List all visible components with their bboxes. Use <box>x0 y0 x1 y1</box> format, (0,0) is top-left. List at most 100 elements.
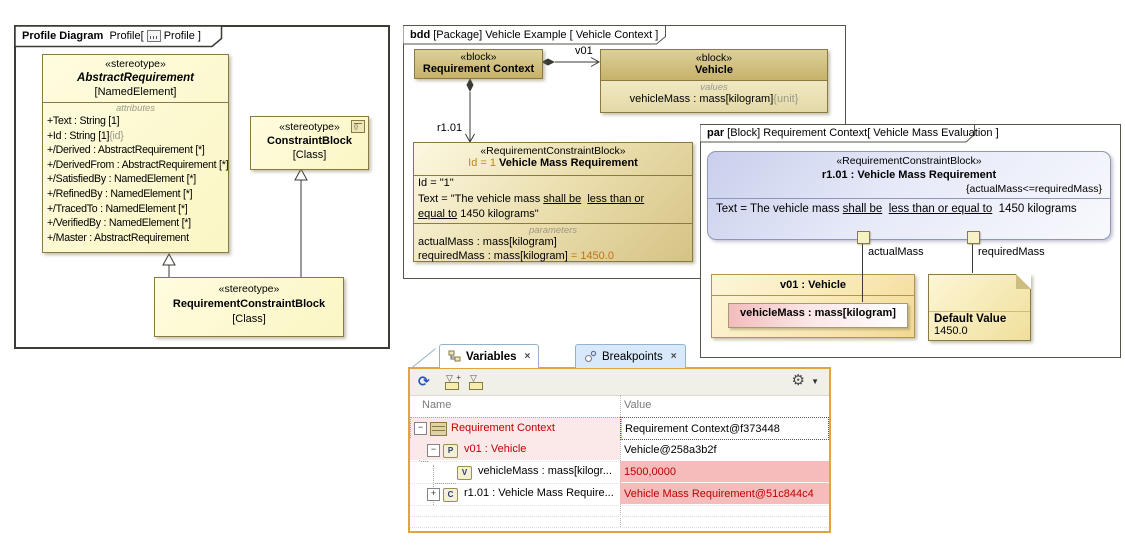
stereotype-label: «RequirementConstraintBlock» <box>708 152 1110 167</box>
name-cell[interactable]: − P v01 : Vehicle <box>410 439 620 460</box>
variable-name: Requirement Context <box>451 422 555 434</box>
variable-value: Vehicle Mass Requirement@51c844c4 <box>624 488 814 500</box>
parameter-port-required-mass[interactable] <box>967 231 980 244</box>
value-property: vehicleMass : mass[kilogram]{unit} <box>601 93 827 105</box>
par-frame-tab[interactable]: par [Block] Requirement Context[ Vehicle… <box>700 124 976 143</box>
composition-diamond[interactable] <box>467 78 474 92</box>
constraint-icon: {} <box>351 120 365 133</box>
open-arrowhead[interactable] <box>466 134 475 142</box>
view-menu-gear-icon[interactable]: ⚙ <box>792 373 805 388</box>
block-vehicle[interactable]: «block» Vehicle values vehicleMass : mas… <box>600 49 828 113</box>
id-prefix: Id = 1 <box>468 157 496 169</box>
table-row[interactable]: V vehicleMass : mass[kilogr... 1500,0000 <box>410 461 829 484</box>
binding-connector-required-mass[interactable] <box>972 243 973 273</box>
par-frame: par [Block] Requirement Context[ Vehicle… <box>700 124 1121 358</box>
generalization-arrowhead[interactable] <box>295 169 307 180</box>
stereotype-label: «block» <box>415 50 542 63</box>
attribute-line: +/DerivedFrom : AbstractRequirement [*] <box>43 158 228 173</box>
part-badge-icon: P <box>443 444 458 458</box>
block-name: Vehicle <box>601 64 827 76</box>
constraint-property-r101[interactable]: «RequirementConstraintBlock» r1.01 : Veh… <box>707 151 1111 240</box>
parameter-line: requiredMass : mass[kilogram] = 1450.0 <box>414 250 692 264</box>
binding-connector-actual-mass[interactable] <box>862 243 863 302</box>
frame-title: bdd [Package] Vehicle Example [ Vehicle … <box>410 25 658 44</box>
table-row[interactable]: − Requirement Context Requirement Contex… <box>410 417 829 440</box>
tree-collapse-icon[interactable]: − <box>414 422 427 435</box>
menu-dropdown-arrow-icon[interactable]: ▼ <box>811 377 819 386</box>
value-cell[interactable]: Vehicle Mass Requirement@51c844c4 <box>620 483 829 504</box>
attributes-section-label: attributes <box>43 103 228 114</box>
element-name: ConstraintBlock <box>251 133 368 147</box>
open-arrowhead[interactable] <box>591 58 599 67</box>
element-name: AbstractRequirement <box>43 70 228 84</box>
element-name: RequirementConstraintBlock <box>155 295 343 310</box>
parameter-line: actualMass : mass[kilogram] <box>414 236 692 250</box>
metaclass-label: [Class] <box>251 147 368 161</box>
close-icon[interactable]: × <box>671 351 677 362</box>
tree-collapse-icon[interactable]: − <box>427 444 440 457</box>
tab-breakpoints[interactable]: Breakpoints × <box>575 344 686 368</box>
breakpoints-icon <box>584 350 597 363</box>
refresh-icon[interactable]: ⟳ <box>418 374 430 389</box>
table-row[interactable]: − P v01 : Vehicle Vehicle@258a3b2f <box>410 439 829 462</box>
column-header-value[interactable]: Value <box>624 399 651 411</box>
diagram-icon <box>147 30 161 42</box>
collapse-all-icon[interactable]: ▽ <box>468 376 484 392</box>
tab-area-slant <box>412 348 437 368</box>
value-cell[interactable]: Requirement Context@f373448 <box>620 417 829 440</box>
column-header-name[interactable]: Name <box>422 399 451 411</box>
bdd-frame-tab[interactable]: bdd [Package] Vehicle Example [ Vehicle … <box>403 25 667 45</box>
attribute-line: +/TracedTo : NamedElement [*] <box>43 202 228 217</box>
value-cell[interactable]: Vehicle@258a3b2f <box>620 439 829 460</box>
profile-diagram-frame-tab[interactable]: Profile Diagram Profile[Profile ] <box>15 26 223 48</box>
variables-panel: ⟳ ▽+ ▽ ⚙ ▼ Name Value − Requirement Cont… <box>408 367 831 533</box>
variable-value: 1500,0000 <box>624 466 676 478</box>
constraint-text-line: Text = The vehicle mass shall be less th… <box>708 199 1110 215</box>
name-cell[interactable]: V vehicleMass : mass[kilogr... <box>410 461 620 482</box>
block-name: Requirement Context <box>415 63 542 75</box>
note-title: Default Value <box>929 312 1030 325</box>
stereotype-requirement-constraint-block[interactable]: «stereotype» RequirementConstraintBlock … <box>154 277 344 337</box>
block-requirement-context[interactable]: «block» Requirement Context <box>414 49 543 79</box>
attribute-line: +/Derived : AbstractRequirement [*] <box>43 143 228 158</box>
constraint-expression: {actualMass<=requiredMass} <box>708 181 1110 195</box>
frame-kind: bdd <box>410 29 430 41</box>
stereotype-label: «stereotype» <box>155 278 343 295</box>
tab-label: Breakpoints <box>602 351 663 363</box>
stereotype-label: «block» <box>601 50 827 64</box>
name-cell[interactable]: + C r1.01 : Vehicle Mass Require... <box>410 483 620 504</box>
name-cell[interactable]: − Requirement Context <box>410 417 622 440</box>
port-label-required-mass[interactable]: requiredMass <box>978 246 1045 258</box>
parameters-section-label: parameters <box>414 224 692 236</box>
default-value: = 1450.0 <box>568 250 614 262</box>
id-line: Id = "1" <box>418 176 692 192</box>
text-line: Text = "The vehicle mass shall be less t… <box>418 192 692 208</box>
close-icon[interactable]: × <box>525 351 531 362</box>
empty-row <box>410 516 829 528</box>
value-cell[interactable]: 1500,0000 <box>620 461 829 482</box>
stereotype-abstract-requirement[interactable]: «stereotype» AbstractRequirement [NamedE… <box>42 54 229 253</box>
tab-label: Variables <box>466 351 517 363</box>
stereotype-constraint-block[interactable]: {} «stereotype» ConstraintBlock [Class] <box>250 116 369 170</box>
attribute-line: +Id : String [1]{id} <box>43 129 228 144</box>
expand-all-icon[interactable]: ▽+ <box>444 376 460 392</box>
tab-variables[interactable]: Variables × <box>439 344 539 368</box>
table-row[interactable]: + C r1.01 : Vehicle Mass Require... Vehi… <box>410 483 829 506</box>
association-label-r101[interactable]: r1.01 <box>437 122 462 134</box>
note-fold-corner <box>1016 274 1031 289</box>
attribute-line: +/VerifiedBy : NamedElement [*] <box>43 216 228 231</box>
attribute-line: +/RefinedBy : NamedElement [*] <box>43 187 228 202</box>
generalization-arrowhead[interactable] <box>163 254 175 265</box>
default-value-note[interactable]: Default Value 1450.0 <box>928 274 1031 341</box>
id-tag: {id} <box>109 130 123 142</box>
metaclass-label: [NamedElement] <box>43 84 228 98</box>
tree-expand-icon[interactable]: + <box>427 488 440 501</box>
composition-diamond[interactable] <box>541 59 555 66</box>
association-label-v01[interactable]: v01 <box>575 45 593 57</box>
port-label-actual-mass[interactable]: actualMass <box>868 246 924 258</box>
value-property-vehicle-mass[interactable]: vehicleMass : mass[kilogram] <box>728 303 908 328</box>
parameter-port-actual-mass[interactable] <box>857 231 870 244</box>
frame-kind: Profile Diagram <box>22 30 103 42</box>
requirement-constraint-block-vmr[interactable]: «RequirementConstraintBlock» Id = 1 Vehi… <box>413 142 693 262</box>
